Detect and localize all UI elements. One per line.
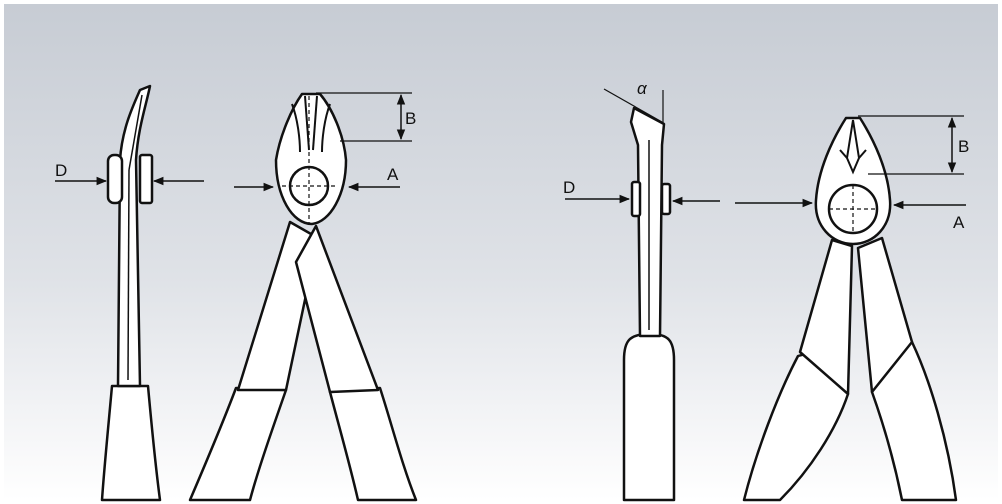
right-front-arm-left xyxy=(798,238,854,396)
right-side-label-alpha: α xyxy=(637,79,648,98)
left-side-label-d: D xyxy=(55,161,67,180)
left-front-label-a: A xyxy=(387,165,399,184)
right-side-grip xyxy=(622,332,676,502)
right-pliers-front-view: B A xyxy=(735,115,969,502)
right-front-label-b: B xyxy=(958,137,969,156)
left-front-label-b: B xyxy=(405,109,416,128)
left-side-rivet-head xyxy=(106,153,124,205)
right-side-label-d: D xyxy=(563,178,575,197)
right-front-arm-right xyxy=(856,236,914,394)
right-side-rivet-head xyxy=(630,180,642,218)
left-side-grip xyxy=(100,384,162,502)
left-front-grip-right xyxy=(328,386,418,502)
left-side-rivet-back xyxy=(138,153,154,205)
right-side-rivet-back xyxy=(660,182,672,216)
right-pliers-side-view: α D xyxy=(563,79,720,502)
left-pliers-side-view: D xyxy=(55,84,204,502)
left-side-shaft xyxy=(116,84,152,388)
right-front-label-a: A xyxy=(953,213,965,232)
right-side-shaft xyxy=(629,106,666,338)
left-front-arm-right xyxy=(294,224,380,394)
left-pliers-front-view: B A xyxy=(188,92,418,502)
left-front-pivot-screw xyxy=(288,165,330,207)
left-front-grip-left xyxy=(188,386,288,502)
